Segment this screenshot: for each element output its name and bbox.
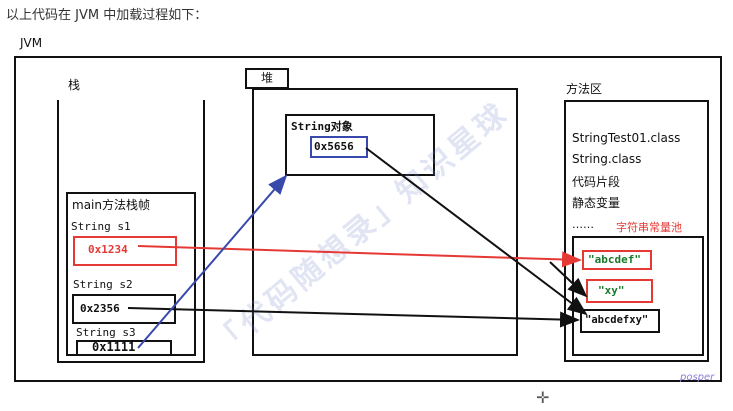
var-name-s1: String s1	[71, 220, 131, 233]
caption: 以上代码在 JVM 中加载过程如下：	[6, 8, 208, 23]
var-name-s3: String s3	[76, 326, 136, 339]
var-value-s2: 0x2356	[80, 302, 120, 315]
var-value-s3: 0x1111	[92, 340, 136, 354]
pool-entry-box-1	[586, 279, 653, 303]
pool-entry-2: "abcdefxy"	[585, 314, 649, 326]
pool-title: 字符串常量池	[616, 221, 682, 234]
pool-dots: ……	[572, 218, 594, 231]
method-item-3: 静态变量	[572, 196, 621, 210]
pool-entry-0: "abcdef"	[588, 253, 641, 266]
var-value-s1: 0x1234	[88, 243, 128, 256]
signature: posper	[680, 372, 715, 383]
heap-object-address-box	[310, 136, 368, 158]
frame-title: main方法栈帧	[72, 198, 150, 212]
jvm-label: JVM	[20, 36, 43, 50]
cursor-crosshair-icon: ✛	[536, 388, 550, 407]
heap-object-address: 0x5656	[314, 140, 354, 153]
stack-title: 栈	[68, 78, 81, 92]
heap-title: 堆	[245, 68, 289, 89]
pool-entry-box-2	[580, 309, 660, 333]
method-item-1: String.class	[572, 152, 642, 166]
heap-object-title: String对象	[291, 120, 353, 133]
var-name-s2: String s2	[73, 278, 133, 291]
method-item-2: 代码片段	[572, 175, 621, 189]
method-area-title: 方法区	[566, 82, 603, 96]
pool-entry-1: "xy"	[598, 284, 625, 297]
method-item-0: StringTest01.class	[572, 131, 681, 145]
jvm-container	[14, 56, 722, 382]
